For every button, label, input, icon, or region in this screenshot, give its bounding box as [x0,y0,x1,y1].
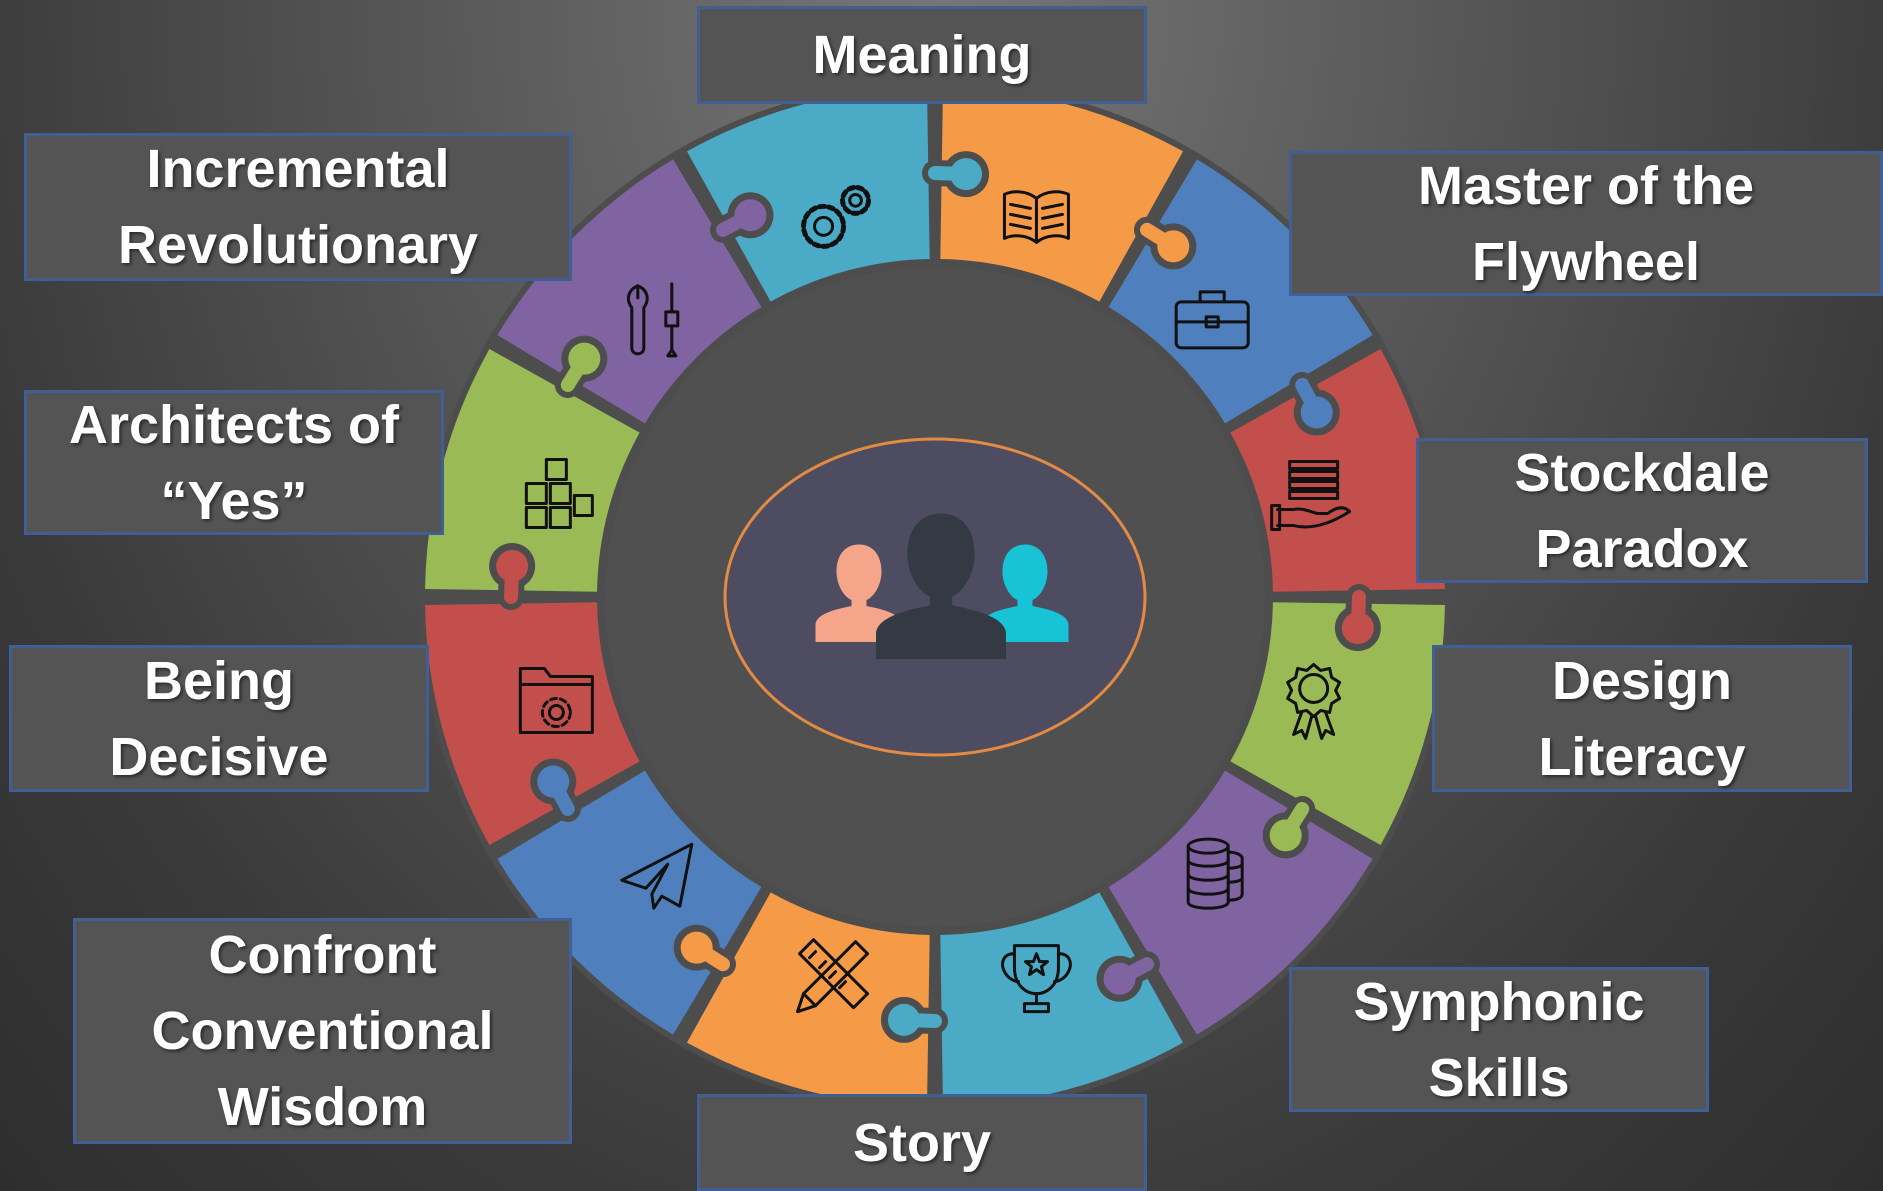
puzzle-tab [1262,796,1316,859]
puzzle-tab [554,335,608,398]
label-line: Skills [1428,1047,1570,1108]
label-line: Flywheel [1471,231,1701,292]
label-architects: Architects of “Yes” [24,390,444,535]
tools-icon [626,282,680,358]
award-ribbon-icon [1286,662,1342,740]
puzzle-tab [489,542,536,610]
puzzle-tab [673,924,736,978]
puzzle-tab [530,758,581,822]
label-line: Master of the [1417,155,1755,216]
gears-icon [801,184,872,249]
cubes-icon [524,458,594,530]
puzzle-tab [880,996,948,1043]
label-line: Symphonic [1353,971,1645,1032]
label-line: “Yes” [160,470,308,531]
label-line: Paradox [1535,518,1749,579]
puzzle-tab [1289,372,1340,436]
label-line: Literacy [1538,726,1746,787]
segment-design [1230,602,1445,846]
paper-plane-icon [620,842,694,910]
open-book-icon [1002,190,1070,244]
people-group-icon [815,513,1069,660]
label-meaning: Meaning [697,6,1147,104]
label-line: Story [852,1112,992,1173]
label-line: Revolutionary [117,215,479,275]
label-line: Design [1551,650,1733,711]
label-line: Architects of [68,394,400,455]
trophy-icon [1001,944,1072,1014]
label-line: Conventional [151,1001,494,1061]
label-line: Decisive [109,726,329,787]
segment-architects [425,602,640,846]
pencil-ruler-icon [796,938,870,1014]
folder-gear-icon [518,666,594,734]
label-line: Wisdom [217,1077,428,1137]
puzzle-tab [922,151,990,198]
label-story: Story [697,1094,1147,1191]
puzzle-tab [710,192,774,243]
puzzle-tab [1096,951,1160,1002]
label-line: Stockdale [1514,442,1770,503]
briefcase-icon [1174,290,1250,350]
segment-icons [518,184,1352,1014]
label-line: Incremental [146,139,450,199]
database-icon [1186,837,1244,910]
center-hub [605,267,1265,927]
segment-meaning [940,87,1184,302]
puzzle-tab [1334,584,1381,652]
label-line: Meaning [812,25,1032,85]
segment-extra2 [686,87,930,302]
segment-incremental [425,348,640,592]
label-line: Confront [208,925,437,985]
segment-story [940,892,1184,1107]
label-line: Being [143,650,294,711]
puzzle-tab [1134,216,1197,270]
hand-holding-stack-icon [1270,460,1352,532]
